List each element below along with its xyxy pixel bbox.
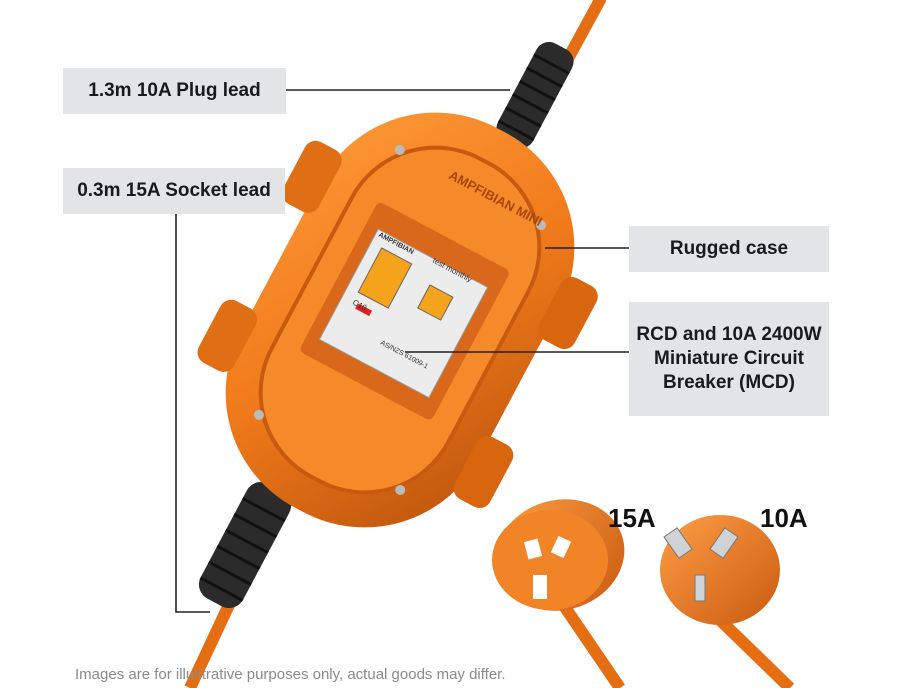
plug-10a	[660, 515, 795, 688]
bottom-strain-relief	[198, 481, 292, 609]
top-strain-relief	[496, 41, 574, 149]
rcd-breaker-label: RCD and 10A 2400W Miniature Circuit Brea…	[629, 302, 829, 416]
socket-lead-label: 0.3m 15A Socket lead	[63, 168, 285, 214]
plug-rating-label: 10A	[760, 503, 808, 533]
rugged-case	[197, 112, 598, 528]
disclaimer-text: Images are for illustrative purposes onl…	[75, 666, 506, 683]
plug-lead-label: 1.3m 10A Plug lead	[63, 68, 286, 114]
rugged-case-label: Rugged case	[629, 226, 829, 272]
socket-rating-label: 15A	[608, 503, 656, 533]
leader-lines	[175, 89, 629, 613]
socket-15a	[492, 499, 625, 688]
